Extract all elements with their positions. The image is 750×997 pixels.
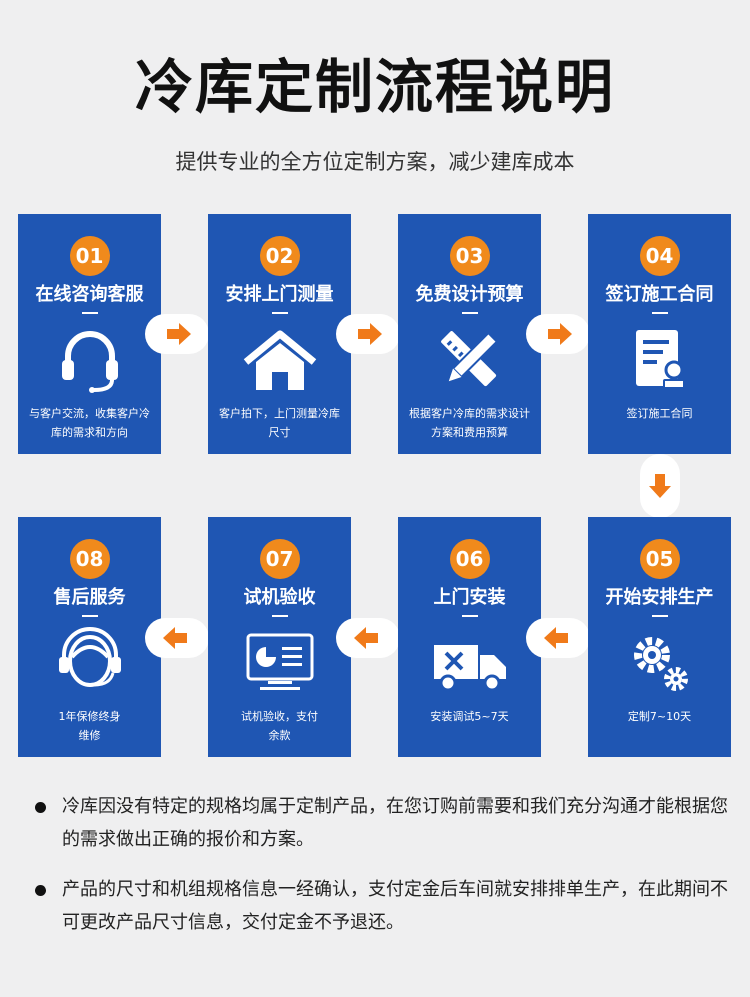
note-item: 产品的尺寸和机组规格信息一经确认，支付定金后车间就安排排单生产，在此期间不可更改…: [30, 873, 730, 939]
step-title: 上门安装: [433, 587, 506, 608]
step-card-06: 06 上门安装 安装调试5~7天: [398, 517, 541, 757]
step-title: 试机验收: [243, 587, 316, 608]
step-title: 免费设计预算: [415, 284, 524, 305]
divider: [81, 312, 98, 314]
divider: [271, 312, 288, 314]
step-description: 安装调试5~7天: [430, 710, 509, 723]
divider: [651, 312, 668, 314]
step-number-badge: 02: [259, 236, 300, 276]
step-number-badge: 01: [69, 236, 110, 276]
step-card-08: 08 售后服务 1年保修终身维修: [18, 517, 161, 757]
step-card-04: 04 签订施工合同 签订施工合同: [588, 214, 731, 454]
note-item: 冷库因没有特定的规格均属于定制产品，在您订购前需要和我们充分沟通才能根据您的需求…: [30, 790, 730, 856]
note-text: 冷库因没有特定的规格均属于定制产品，在您订购前需要和我们充分沟通才能根据您的需求…: [62, 796, 728, 850]
step-description: 与客户交流，收集客户冷库的需求和方向: [29, 407, 150, 439]
step-number-badge: 06: [449, 539, 490, 579]
step-card-02: 02 安排上门测量 客户拍下，上门测量冷库尺寸: [208, 214, 351, 454]
divider: [461, 312, 478, 314]
flow-arrow-right: [526, 314, 590, 354]
divider: [271, 615, 288, 617]
gears-icon: [620, 627, 700, 697]
step-number-badge: 03: [449, 236, 490, 276]
step-number-badge: 04: [639, 236, 680, 276]
step-card-03: 03 免费设计预算 根据客户冷库的需求设计方案和费用预算: [398, 214, 541, 454]
step-card-05: 05 开始安排生产 定制7~10天: [588, 517, 731, 757]
page-subtitle: 提供专业的全方位定制方案，减少建库成本: [175, 150, 575, 174]
step-description: 客户拍下，上门测量冷库尺寸: [219, 407, 340, 439]
truck-icon: [430, 627, 510, 697]
step-description: 签订施工合同: [626, 407, 693, 420]
house-icon: [240, 324, 320, 394]
headset-icon: [50, 324, 130, 394]
step-title: 售后服务: [53, 587, 126, 608]
step-card-07: 07 试机验收 试机验收，支付余款: [208, 517, 351, 757]
step-title: 安排上门测量: [225, 284, 334, 305]
step-title: 在线咨询客服: [35, 284, 144, 305]
step-title: 签订施工合同: [605, 284, 714, 305]
page-title: 冷库定制流程说明: [134, 53, 615, 121]
divider: [651, 615, 668, 617]
flow-arrow-left: [526, 618, 590, 658]
step-description: 根据客户冷库的需求设计方案和费用预算: [409, 407, 530, 439]
step-title: 开始安排生产: [605, 587, 714, 608]
flow-arrow-right: [336, 314, 400, 354]
step-card-01: 01 在线咨询客服 与客户交流，收集客户冷库的需求和方向: [18, 214, 161, 454]
flow-arrow-down: [640, 454, 680, 518]
bullet-dot: [35, 802, 46, 813]
flow-arrow-right: [145, 314, 209, 354]
bullet-dot: [35, 885, 46, 896]
note-text: 产品的尺寸和机组规格信息一经确认，支付定金后车间就安排排单生产，在此期间不可更改…: [62, 879, 728, 933]
divider: [81, 615, 98, 617]
step-description: 1年保修终身维修: [58, 710, 121, 742]
divider: [461, 615, 478, 617]
step-number-badge: 07: [259, 539, 300, 579]
flow-arrow-left: [336, 618, 400, 658]
monitor-icon: [240, 627, 320, 697]
design-tools-icon: [430, 324, 510, 394]
contract-stamp-icon: [620, 324, 700, 394]
service-agent-icon: [50, 627, 130, 697]
step-number-badge: 08: [69, 539, 110, 579]
flow-arrow-left: [145, 618, 209, 658]
step-number-badge: 05: [639, 539, 680, 579]
step-description: 定制7~10天: [627, 710, 692, 723]
step-description: 试机验收，支付余款: [241, 710, 318, 742]
